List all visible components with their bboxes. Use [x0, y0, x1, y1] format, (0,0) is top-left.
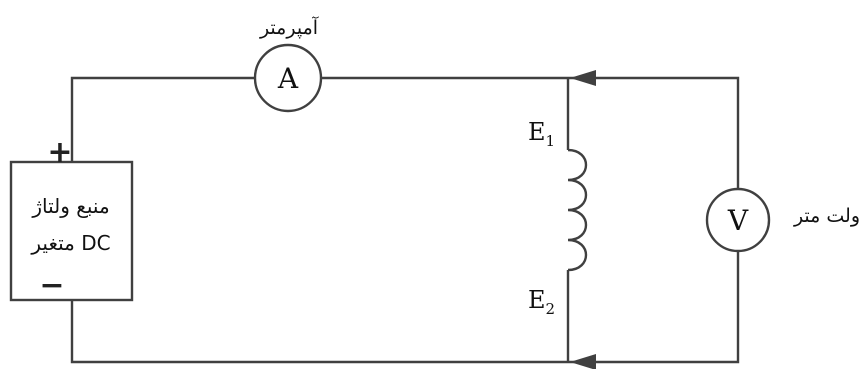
terminal-e1: E1: [528, 118, 555, 150]
inductor-coil: [567, 148, 587, 272]
top-left-wire: [70, 76, 255, 162]
dc-source-line2: DC متغیر: [30, 231, 110, 255]
ammeter-label: آمپرمتر: [259, 15, 319, 39]
ammeter-circle: [253, 43, 323, 113]
voltmeter-label: ولت متر: [793, 205, 860, 227]
dc-source-box: [9, 160, 134, 302]
dc-source-line1: منبع ولتاژ: [31, 194, 109, 218]
bottom-arrowhead: [570, 354, 596, 369]
top-middle-wire: [321, 76, 740, 195]
ammeter-symbol: A: [277, 62, 299, 95]
voltmeter-lower-wire: [70, 245, 740, 364]
minus-sign: −: [39, 268, 64, 303]
terminal-e2: E2: [528, 286, 555, 318]
plus-sign: +: [47, 135, 72, 170]
voltmeter-circle: [705, 187, 771, 253]
top-arrowhead: [570, 70, 596, 86]
voltmeter-symbol: V: [727, 204, 749, 237]
